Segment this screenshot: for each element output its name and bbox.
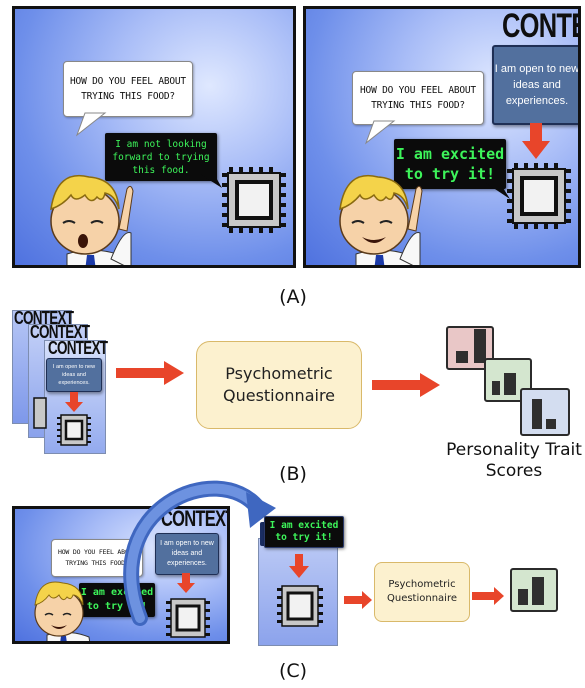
arrow-b-2 xyxy=(372,373,440,397)
arrow-c-1 xyxy=(344,591,372,609)
score-bar xyxy=(518,589,528,605)
score-bar xyxy=(546,419,556,429)
label-a: (A) xyxy=(279,286,307,308)
chip-icon xyxy=(222,167,286,233)
reply-terminal: I am excited to try it! xyxy=(394,139,506,189)
stack-context-text: I am open to new ideas and experiences. xyxy=(52,364,96,386)
score-bar xyxy=(504,373,516,395)
scores-label-text: Personality Trait Scores xyxy=(446,440,582,481)
score-bar xyxy=(456,351,468,363)
question-bubble: HOW DO YOU FEEL ABOUT TRYING THIS FOOD? xyxy=(63,61,193,117)
panel-a-right: CONTEXT I am open to new ideas and exper… xyxy=(303,6,581,268)
bubble-tail xyxy=(364,120,396,145)
moved-chip-icon xyxy=(277,585,323,627)
bubble-tail xyxy=(75,112,107,137)
boy-character xyxy=(50,175,134,265)
score-bar xyxy=(532,399,542,429)
questionnaire-box-c: Psychometric Questionnaire xyxy=(374,562,470,622)
score-bar xyxy=(492,381,500,395)
question-text: HOW DO YOU FEEL ABOUT TRYING THIS FOOD? xyxy=(70,76,186,102)
stack-title-1: CONTEXT xyxy=(14,308,74,328)
score-card-3 xyxy=(520,388,570,436)
moved-reply-stack: I am excited to try it! xyxy=(258,512,344,646)
context-arrow xyxy=(522,123,550,159)
boy-character-c xyxy=(34,581,91,641)
panel-c-scene: CONTEXT I am open to new ideas and exper… xyxy=(12,506,230,644)
context-card-stack: CONTEXT CONTEXT CONTEXT I am open to new… xyxy=(12,308,108,454)
context-text-c: I am open to new ideas and experiences. xyxy=(160,540,214,567)
terminal-tail xyxy=(200,174,222,188)
arrow-c-2 xyxy=(472,587,504,605)
chip-icon xyxy=(507,163,571,229)
question-text-c: HOW DO YOU FEEL ABOUT TRYING THIS FOOD? xyxy=(58,548,136,567)
label-b: (B) xyxy=(279,463,307,485)
context-title: CONTEXT xyxy=(502,7,578,45)
boy-character xyxy=(339,175,423,265)
context-arrow-c xyxy=(177,573,195,593)
stack-arrow xyxy=(65,392,83,412)
chip-icon-c xyxy=(166,598,210,638)
stack-context-box: I am open to new ideas and experiences. xyxy=(46,358,102,392)
arrow-b-1 xyxy=(116,361,184,385)
stack-title-2: CONTEXT xyxy=(30,322,90,342)
reply-terminal: I am not looking forward to trying this … xyxy=(105,133,217,181)
context-box: I am open to new ideas and experiences. xyxy=(492,45,580,125)
question-bubble: HOW DO YOU FEEL ABOUT TRYING THIS FOOD? xyxy=(352,71,484,125)
questionnaire-text-c: Psychometric Questionnaire xyxy=(386,579,457,604)
stack-title-3: CONTEXT xyxy=(48,338,108,358)
stack-chip-icon xyxy=(57,414,91,446)
scores-label: Personality Trait Scores xyxy=(446,440,582,482)
score-bar xyxy=(474,329,486,363)
score-bar xyxy=(532,577,544,605)
reply-text-c: I am excited to try it! xyxy=(80,587,154,612)
score-card-c xyxy=(510,568,558,612)
questionnaire-text-b: Psychometric Questionnaire xyxy=(222,364,336,405)
moved-arrow xyxy=(289,554,309,578)
curved-arrow xyxy=(123,480,276,626)
context-text: I am open to new ideas and experiences. xyxy=(494,63,580,107)
back-chip-icon xyxy=(33,397,47,429)
moved-reply-text: I am excited to try it! xyxy=(269,520,339,543)
label-c: (C) xyxy=(278,660,308,682)
context-title-c: CONTEXT xyxy=(161,506,230,531)
reply-text: I am not looking forward to trying this … xyxy=(112,138,210,176)
panel-a-left: HOW DO YOU FEEL ABOUT TRYING THIS FOOD? … xyxy=(12,6,296,268)
terminal-tail xyxy=(486,183,510,199)
questionnaire-box-b: Psychometric Questionnaire xyxy=(196,341,362,429)
question-text: HOW DO YOU FEEL ABOUT TRYING THIS FOOD? xyxy=(360,85,476,111)
reply-text: I am excited to try it! xyxy=(395,145,505,183)
context-box-c: I am open to new ideas and experiences. xyxy=(155,533,219,575)
moved-reply-terminal: I am excited to try it! xyxy=(264,516,344,548)
